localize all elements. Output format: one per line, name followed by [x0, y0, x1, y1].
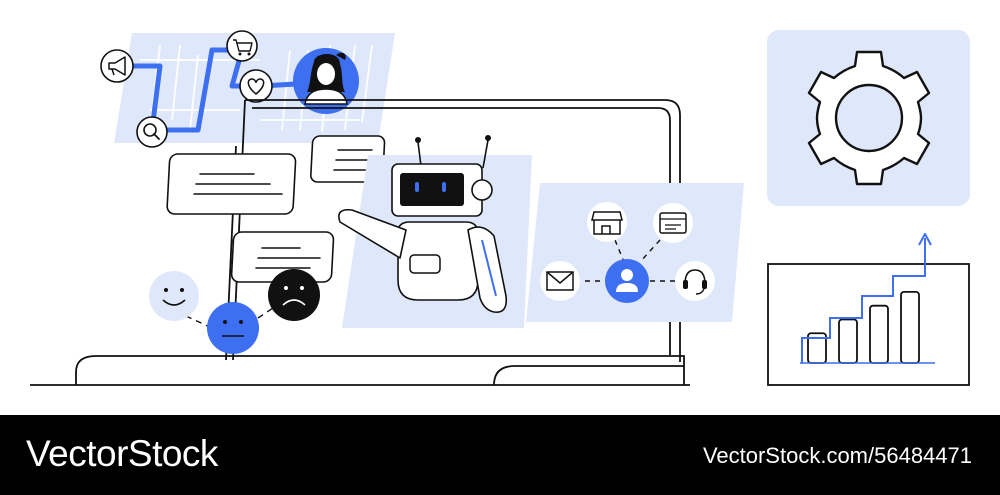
woman-avatar-icon [293, 48, 359, 114]
growth-chart [767, 233, 970, 386]
shopping-cart-icon [226, 30, 258, 62]
chat-bubbles [166, 135, 386, 283]
chart-bar-2 [838, 318, 858, 364]
growth-line [801, 238, 926, 363]
gear-icon [807, 50, 931, 186]
store-icon [587, 202, 627, 242]
robot [338, 135, 508, 313]
headset-icon [675, 261, 715, 301]
envelope-icon [540, 261, 580, 301]
chart-bar-3 [869, 304, 889, 364]
growth-arrow-head [918, 233, 932, 246]
chart-bar-4 [900, 290, 920, 364]
smile-face-icon [149, 271, 199, 321]
image-credit: VectorStock.com/56484471 [702, 443, 972, 468]
search-icon [136, 116, 168, 148]
heart-icon [239, 69, 273, 103]
chart-bars [807, 290, 920, 364]
sad-face-icon [268, 269, 320, 321]
watermark-bar: VectorStock VectorStock.com/56484471 [0, 415, 1000, 495]
laptop [30, 99, 690, 386]
brand-logo-text: VectorStock [26, 433, 218, 474]
browser-window-icon [653, 203, 693, 243]
neutral-face-icon [207, 302, 259, 354]
megaphone-icon [100, 49, 134, 83]
ai-customer-service-illustration [30, 30, 970, 386]
user-icon [605, 259, 649, 303]
